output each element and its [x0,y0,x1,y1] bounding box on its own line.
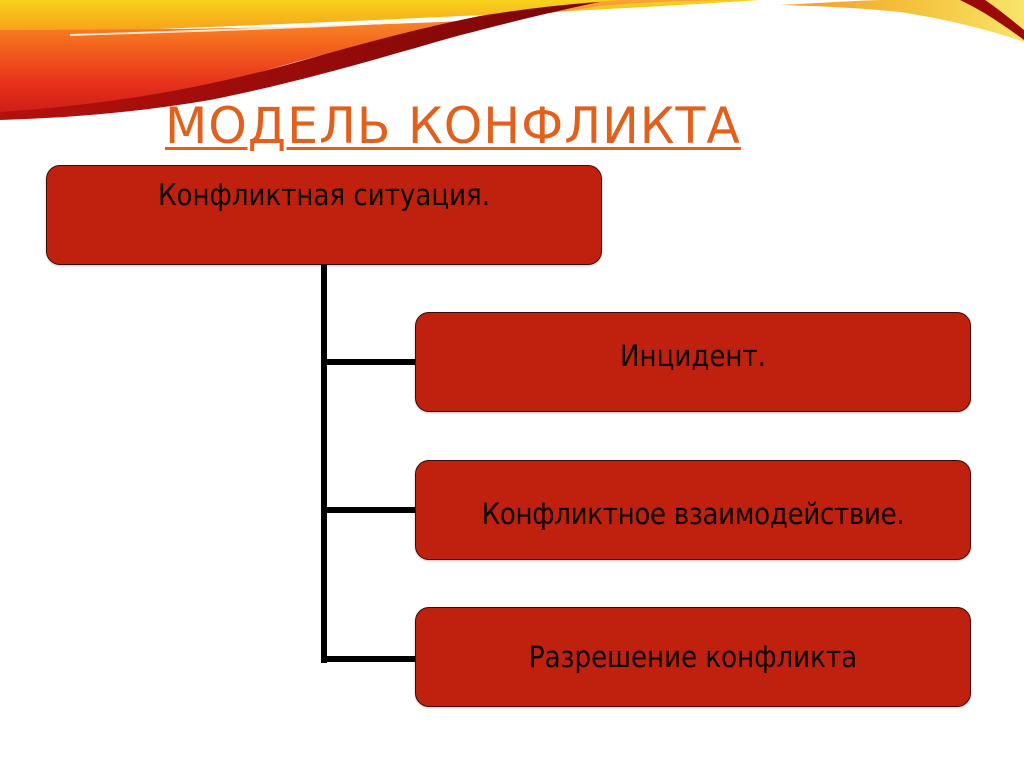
connector-branch-1 [321,359,416,365]
connector-branch-2 [321,507,416,513]
connector-branch-3 [321,656,416,662]
node-incident: Инцидент. [415,312,971,412]
node-label: Инцидент. [620,339,766,373]
node-label: Конфликтная ситуация. [157,178,491,212]
node-label: Разрешение конфликта [528,640,858,674]
node-conflict-situation: Конфликтная ситуация. [46,165,602,265]
header-swoosh-decoration [0,0,1024,120]
node-label: Конфликтное взаимодействие. [481,497,905,531]
node-conflict-interaction: Конфликтное взаимодействие. [415,460,971,560]
connector-trunk [321,264,327,663]
slide-title: МОДЕЛЬ КОНФЛИКТА [165,97,741,155]
node-conflict-resolution: Разрешение конфликта [415,607,971,707]
